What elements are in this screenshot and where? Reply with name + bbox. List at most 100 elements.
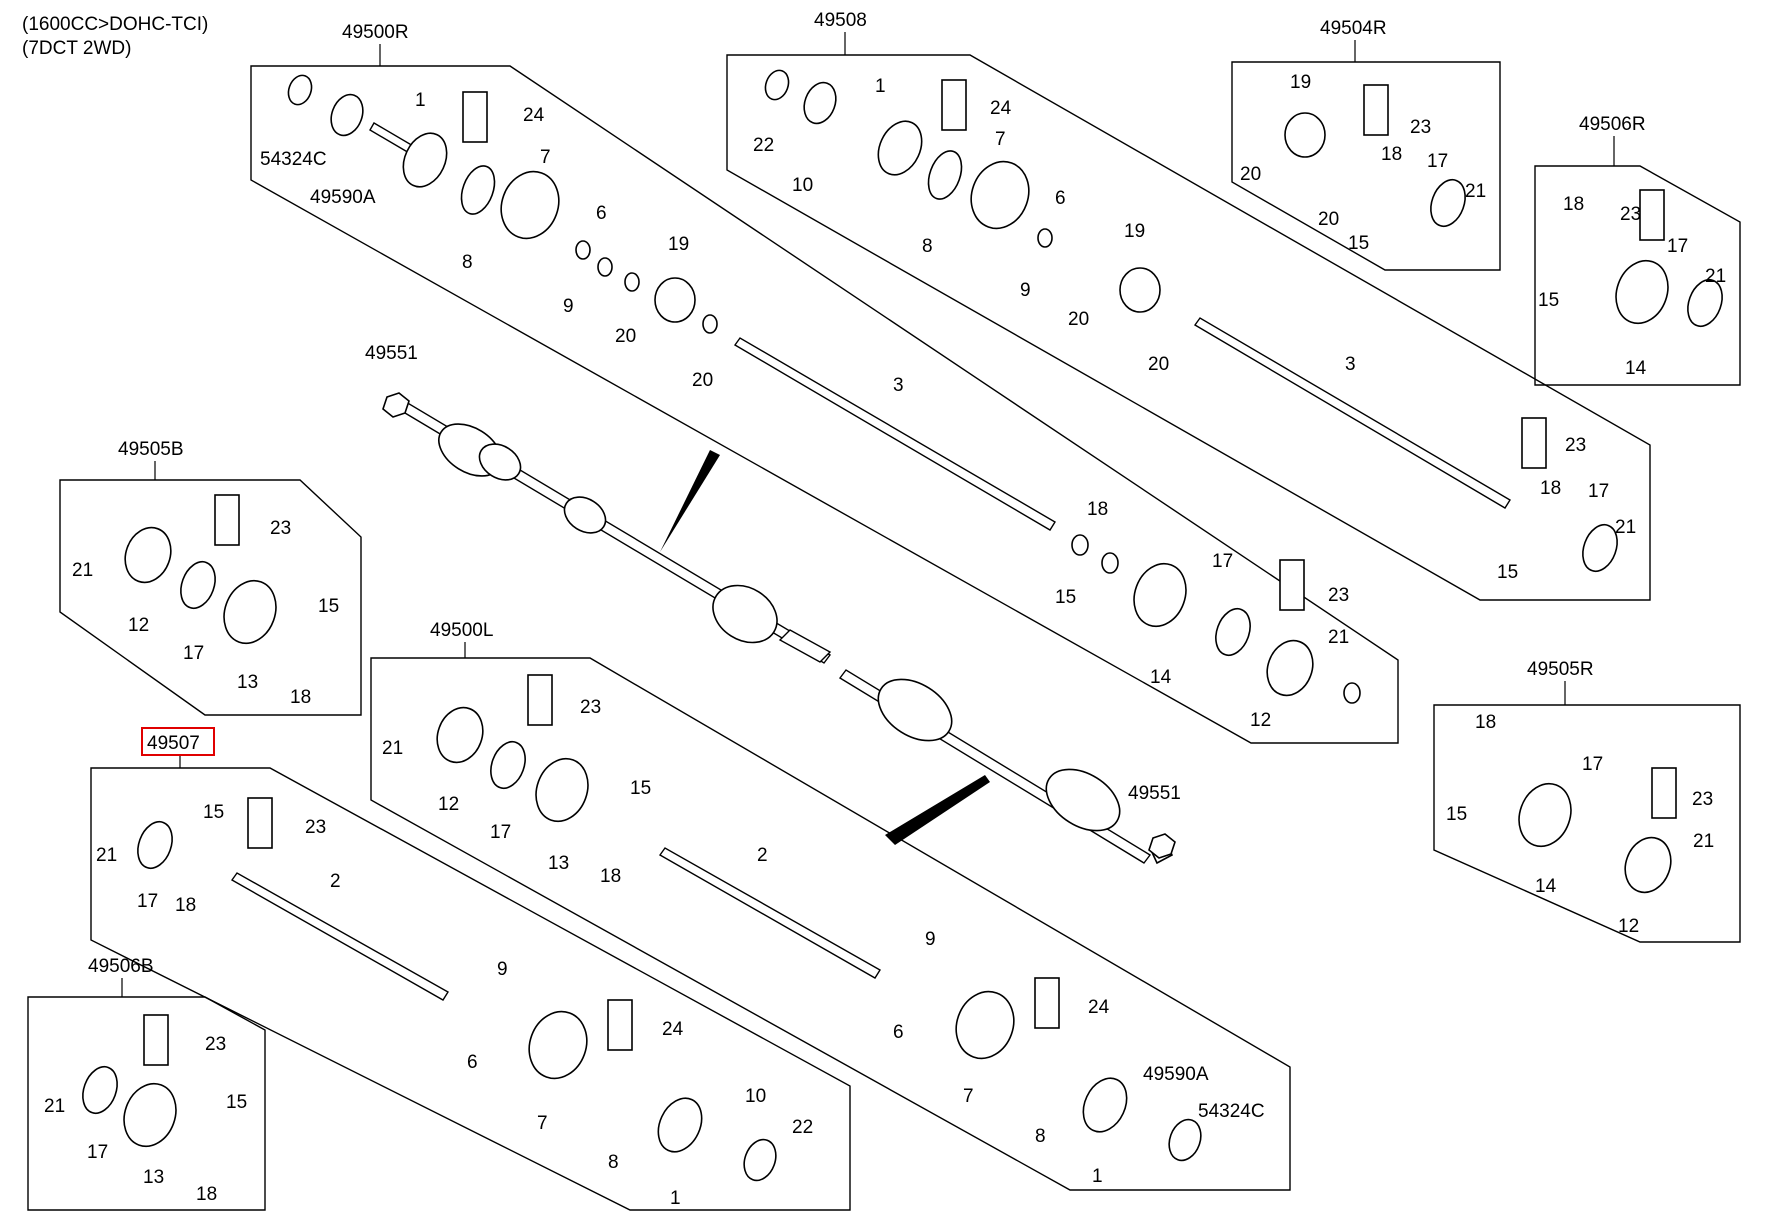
callout-13-p[interactable]: 15 xyxy=(203,802,224,823)
callout-15-kit-e[interactable]: 13 xyxy=(143,1167,164,1188)
callout-23-l[interactable]: 24 xyxy=(1088,997,1110,1018)
tone-ring-49590A[interactable] xyxy=(326,90,369,140)
callout-21-kit-e[interactable]: 21 xyxy=(44,1096,65,1117)
callout-12-l[interactable]: 12 xyxy=(438,794,459,815)
callout-23-r[interactable]: 24 xyxy=(523,105,545,126)
boot-15-l[interactable] xyxy=(528,751,597,828)
callout-7-r[interactable]: 7 xyxy=(540,147,551,168)
inner-joint-12-l[interactable] xyxy=(430,701,490,769)
shaft-3-r[interactable] xyxy=(733,337,1056,531)
grease-24-kit-d[interactable] xyxy=(1651,767,1677,819)
callout-18-l[interactable]: 18 xyxy=(600,866,621,887)
callout-10-p[interactable]: 10 xyxy=(745,1086,766,1107)
callout-21-kit-d[interactable]: 21 xyxy=(1693,831,1714,852)
boot-14-kit-b[interactable] xyxy=(1511,776,1580,853)
damper-19-r[interactable] xyxy=(654,277,696,323)
nut-49551-lower[interactable] xyxy=(1148,833,1176,859)
callout-14-r[interactable]: 14 xyxy=(1150,667,1172,688)
callout-24-l[interactable]: 23 xyxy=(580,697,601,718)
callout-17-b[interactable]: 17 xyxy=(1588,481,1609,502)
callout-17-kit-a[interactable]: 17 xyxy=(1427,151,1448,172)
callout-2-l[interactable]: 2 xyxy=(757,845,768,866)
callout-9-b[interactable]: 9 xyxy=(1020,280,1031,301)
ring-20-r-a[interactable] xyxy=(624,272,640,292)
callout-17-kit-c[interactable]: 17 xyxy=(183,643,204,664)
seal-54324C[interactable] xyxy=(285,72,316,108)
callout-14-kit-d[interactable]: 14 xyxy=(1535,876,1557,897)
callout-24-kit-e[interactable]: 23 xyxy=(205,1034,226,1055)
callout-13-kit-e[interactable]: 15 xyxy=(226,1092,247,1113)
callout-22-a[interactable]: 22 xyxy=(753,135,774,156)
nut-49551-upper[interactable] xyxy=(382,392,410,418)
clamp-8-b[interactable] xyxy=(922,146,967,203)
inner-joint-12-kit-b[interactable] xyxy=(1618,831,1678,899)
seal-22-a[interactable] xyxy=(762,67,793,103)
callout-21-p[interactable]: 21 xyxy=(96,845,117,866)
callout-1-p[interactable]: 1 xyxy=(670,1188,681,1209)
group-code-49506R[interactable]: 49506R xyxy=(1579,114,1646,135)
callout-24-kit-c[interactable]: 23 xyxy=(270,518,291,539)
group-code-49508[interactable]: 49508 xyxy=(814,10,867,31)
callout-21-kit-b[interactable]: 21 xyxy=(1705,266,1726,287)
grease-23-b[interactable] xyxy=(941,79,967,131)
ring-17-kit-c[interactable] xyxy=(175,557,221,613)
callout-2-p[interactable]: 2 xyxy=(330,871,341,892)
callout-49551-upper[interactable]: 49551 xyxy=(365,343,418,364)
tone-ring-49590A-l[interactable] xyxy=(1164,1115,1207,1165)
boot-15-kit-a[interactable] xyxy=(216,573,285,650)
callout-20-kit-b[interactable]: 20 xyxy=(1318,209,1339,230)
grease-24-kit-b[interactable] xyxy=(1639,189,1665,241)
ring-17-kit-a[interactable] xyxy=(1425,175,1471,231)
callout-21-kit-a[interactable]: 21 xyxy=(1465,181,1486,202)
outer-joint-1-b[interactable] xyxy=(870,114,930,182)
callout-18-kit-c[interactable]: 18 xyxy=(290,687,311,708)
shaft-2-l[interactable] xyxy=(658,847,881,979)
inner-joint-12-kit[interactable] xyxy=(118,521,178,589)
ring-21-r[interactable] xyxy=(1343,682,1361,704)
clamp-9-b[interactable] xyxy=(1037,228,1053,248)
group-code-49507[interactable]: 49507 xyxy=(147,733,200,754)
callout-8-b[interactable]: 8 xyxy=(922,236,933,257)
damper-19-b[interactable] xyxy=(1119,267,1161,313)
boot-7-r[interactable] xyxy=(492,163,568,246)
boot-14-kit-a[interactable] xyxy=(1608,253,1677,330)
callout-20-r-b[interactable]: 20 xyxy=(692,370,713,391)
callout-13-kit-d[interactable]: 15 xyxy=(1446,804,1467,825)
callout-24-b[interactable]: 23 xyxy=(1565,435,1586,456)
callout-21-l[interactable]: 21 xyxy=(382,738,403,759)
callout-17-kit-b[interactable]: 17 xyxy=(1667,236,1688,257)
callout-14-kit-b[interactable]: 14 xyxy=(1625,358,1647,379)
callout-7-l[interactable]: 7 xyxy=(963,1086,974,1107)
grease-23-p[interactable] xyxy=(607,999,633,1051)
callout-49551-lower[interactable]: 49551 xyxy=(1128,783,1181,804)
callout-13-kit-b[interactable]: 15 xyxy=(1538,290,1559,311)
group-code-49506B[interactable]: 49506B xyxy=(88,956,154,977)
clamp-9-r[interactable] xyxy=(575,240,591,260)
callout-20-b-a[interactable]: 20 xyxy=(1068,309,1089,330)
callout-6-r[interactable]: 6 xyxy=(596,203,607,224)
callout-12-r[interactable]: 12 xyxy=(1250,710,1271,731)
callout-13-kit-a[interactable]: 15 xyxy=(1348,233,1369,254)
callout-54324C-l[interactable]: 54324C xyxy=(1198,1101,1265,1122)
callout-13-b[interactable]: 15 xyxy=(1497,562,1518,583)
callout-1-r[interactable]: 1 xyxy=(415,90,426,111)
grease-24-kit-a[interactable] xyxy=(1363,84,1389,136)
clamp-8-r[interactable] xyxy=(455,161,500,218)
callout-10-a[interactable]: 10 xyxy=(792,175,813,196)
boot-7-b[interactable] xyxy=(962,153,1038,236)
callout-6-l[interactable]: 6 xyxy=(893,1022,904,1043)
callout-24-r[interactable]: 23 xyxy=(1328,585,1349,606)
grease-23-r[interactable] xyxy=(462,91,488,143)
outer-joint-1-p[interactable] xyxy=(650,1091,710,1159)
grease-24-r[interactable] xyxy=(1279,559,1305,611)
callout-20-r-a[interactable]: 20 xyxy=(615,326,636,347)
callout-18-kit-e[interactable]: 18 xyxy=(196,1184,217,1205)
grease-23-l[interactable] xyxy=(1034,977,1060,1029)
callout-23-b[interactable]: 24 xyxy=(990,98,1012,119)
group-code-49505R[interactable]: 49505R xyxy=(1527,659,1594,680)
callout-6-p[interactable]: 6 xyxy=(467,1052,478,1073)
callout-20-b-b[interactable]: 20 xyxy=(1148,354,1169,375)
callout-13-l[interactable]: 15 xyxy=(630,778,651,799)
outer-joint-1[interactable] xyxy=(395,126,455,194)
boot-7-l[interactable] xyxy=(947,983,1023,1066)
